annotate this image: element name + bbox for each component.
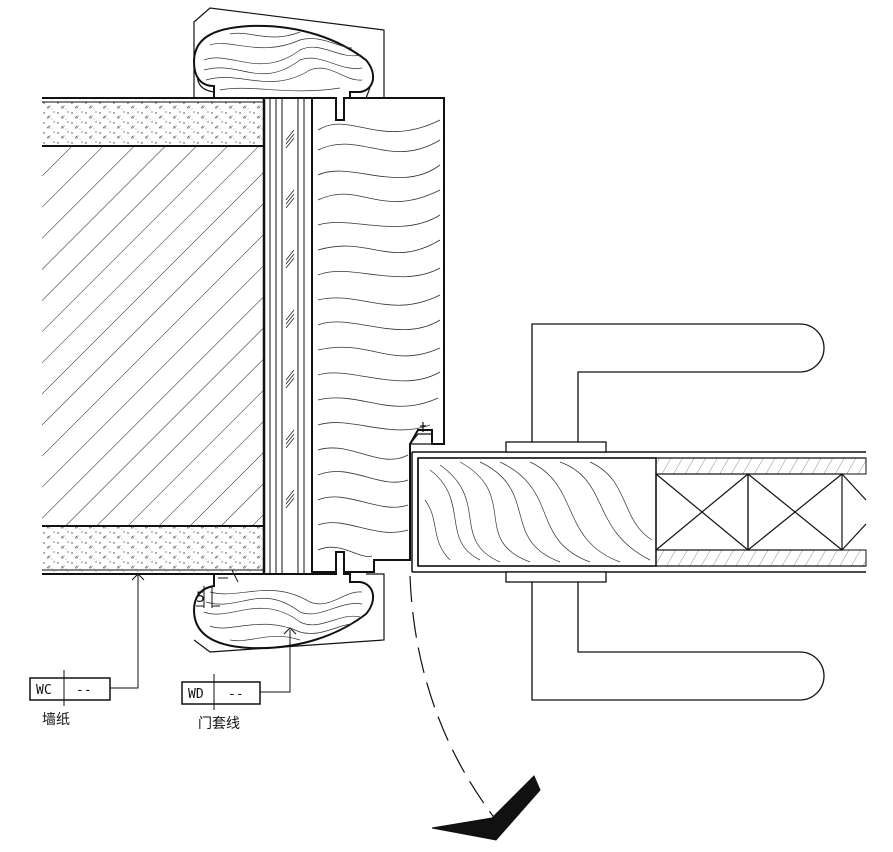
door-core-blocks <box>655 473 867 551</box>
door-jamb <box>311 97 445 573</box>
tag-wd-value: -- <box>228 687 244 702</box>
door-handle-top <box>505 323 825 453</box>
door-leaf <box>411 451 867 573</box>
architrave-top <box>192 7 385 121</box>
tag-wc: WC -- 墙纸 <box>29 670 111 728</box>
door-handle-bottom <box>505 571 825 701</box>
leader-wd <box>260 627 297 693</box>
architrave-bottom: 5 <box>192 551 385 653</box>
gap-dimension-text: 5 <box>196 590 205 606</box>
tag-wc-value: -- <box>76 683 92 698</box>
tag-wc-code: WC <box>36 683 52 698</box>
plaster-layer-top <box>42 97 264 147</box>
tag-wd: WD -- 门套线 <box>181 674 261 732</box>
gap-dimension <box>196 569 239 608</box>
backing-board <box>269 98 313 574</box>
door-seal <box>408 422 433 445</box>
wall-hatch <box>42 98 266 574</box>
tag-wd-code: WD <box>188 687 204 702</box>
door-swing-arc <box>409 575 541 841</box>
tag-wc-label: 墙纸 <box>42 712 70 728</box>
tag-wd-label: 门套线 <box>198 716 240 732</box>
leader-wc <box>110 573 145 689</box>
plaster-layer-bottom <box>42 525 264 575</box>
